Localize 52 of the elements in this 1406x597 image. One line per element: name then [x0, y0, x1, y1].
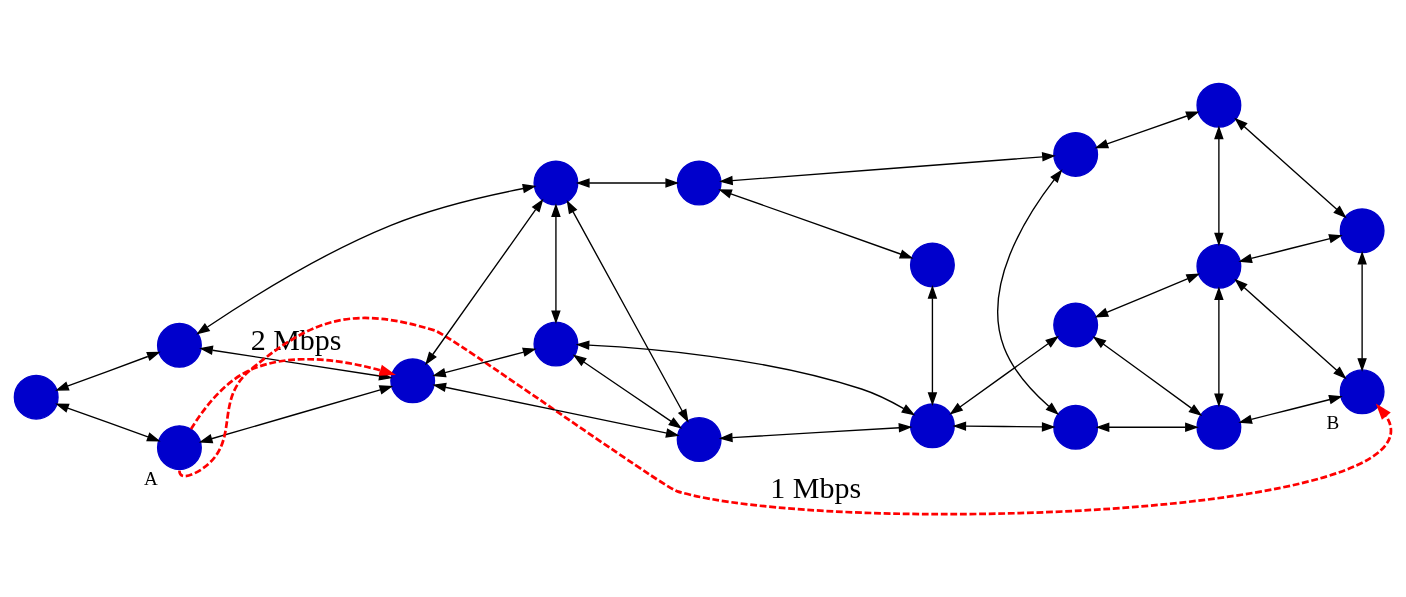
arrow: [1238, 233, 1343, 263]
arrow: [425, 198, 544, 365]
node-circle: [909, 402, 955, 448]
arrow: [927, 284, 938, 406]
node-circle: [13, 374, 59, 420]
arrow: [1234, 278, 1347, 379]
arrow: [718, 188, 914, 259]
arrow: [1357, 250, 1367, 372]
arrow: [952, 420, 1056, 432]
node-circle: [909, 241, 955, 287]
arrow: [1234, 117, 1347, 218]
arrow: [1214, 124, 1224, 246]
arrow: [432, 382, 680, 438]
arrow: [198, 384, 394, 443]
node-circle: [1053, 301, 1099, 347]
arrow: [719, 151, 1056, 185]
node-circle: [1196, 404, 1242, 450]
node-circle: [1053, 131, 1099, 177]
node-circle: [1196, 82, 1242, 128]
node-circle: [156, 424, 202, 470]
edge-label: 1 Mbps: [770, 470, 862, 504]
arrow: [1094, 273, 1201, 318]
arrow: [1094, 111, 1200, 148]
node-circle: [676, 160, 722, 206]
arrow: [196, 183, 537, 335]
node-circle: [1339, 368, 1385, 414]
arrow: [1214, 285, 1224, 407]
arrow: [566, 199, 689, 423]
node-circle: [1339, 207, 1385, 253]
arrow: [949, 335, 1060, 415]
arrow: [572, 354, 683, 429]
node-circle: [1053, 404, 1099, 450]
node-label: B: [1326, 411, 1340, 433]
node-circle: [533, 321, 579, 366]
arrow: [1238, 394, 1343, 424]
arrow: [55, 351, 161, 391]
node-circle: [390, 357, 436, 403]
arrow: [55, 403, 161, 441]
arrow: [551, 202, 561, 324]
arrow: [1092, 335, 1203, 416]
arrow: [1095, 421, 1199, 432]
arrow: [718, 422, 913, 442]
node-label: A: [143, 467, 158, 489]
node-circle: [156, 322, 202, 368]
arrow: [432, 347, 537, 377]
arrow: [575, 177, 680, 188]
arrow: [575, 339, 916, 415]
arrow: [178, 316, 1391, 515]
arrow: [997, 168, 1063, 415]
node-circle: [533, 160, 579, 206]
node-circle: [676, 416, 722, 462]
node-circle: [1196, 243, 1242, 289]
